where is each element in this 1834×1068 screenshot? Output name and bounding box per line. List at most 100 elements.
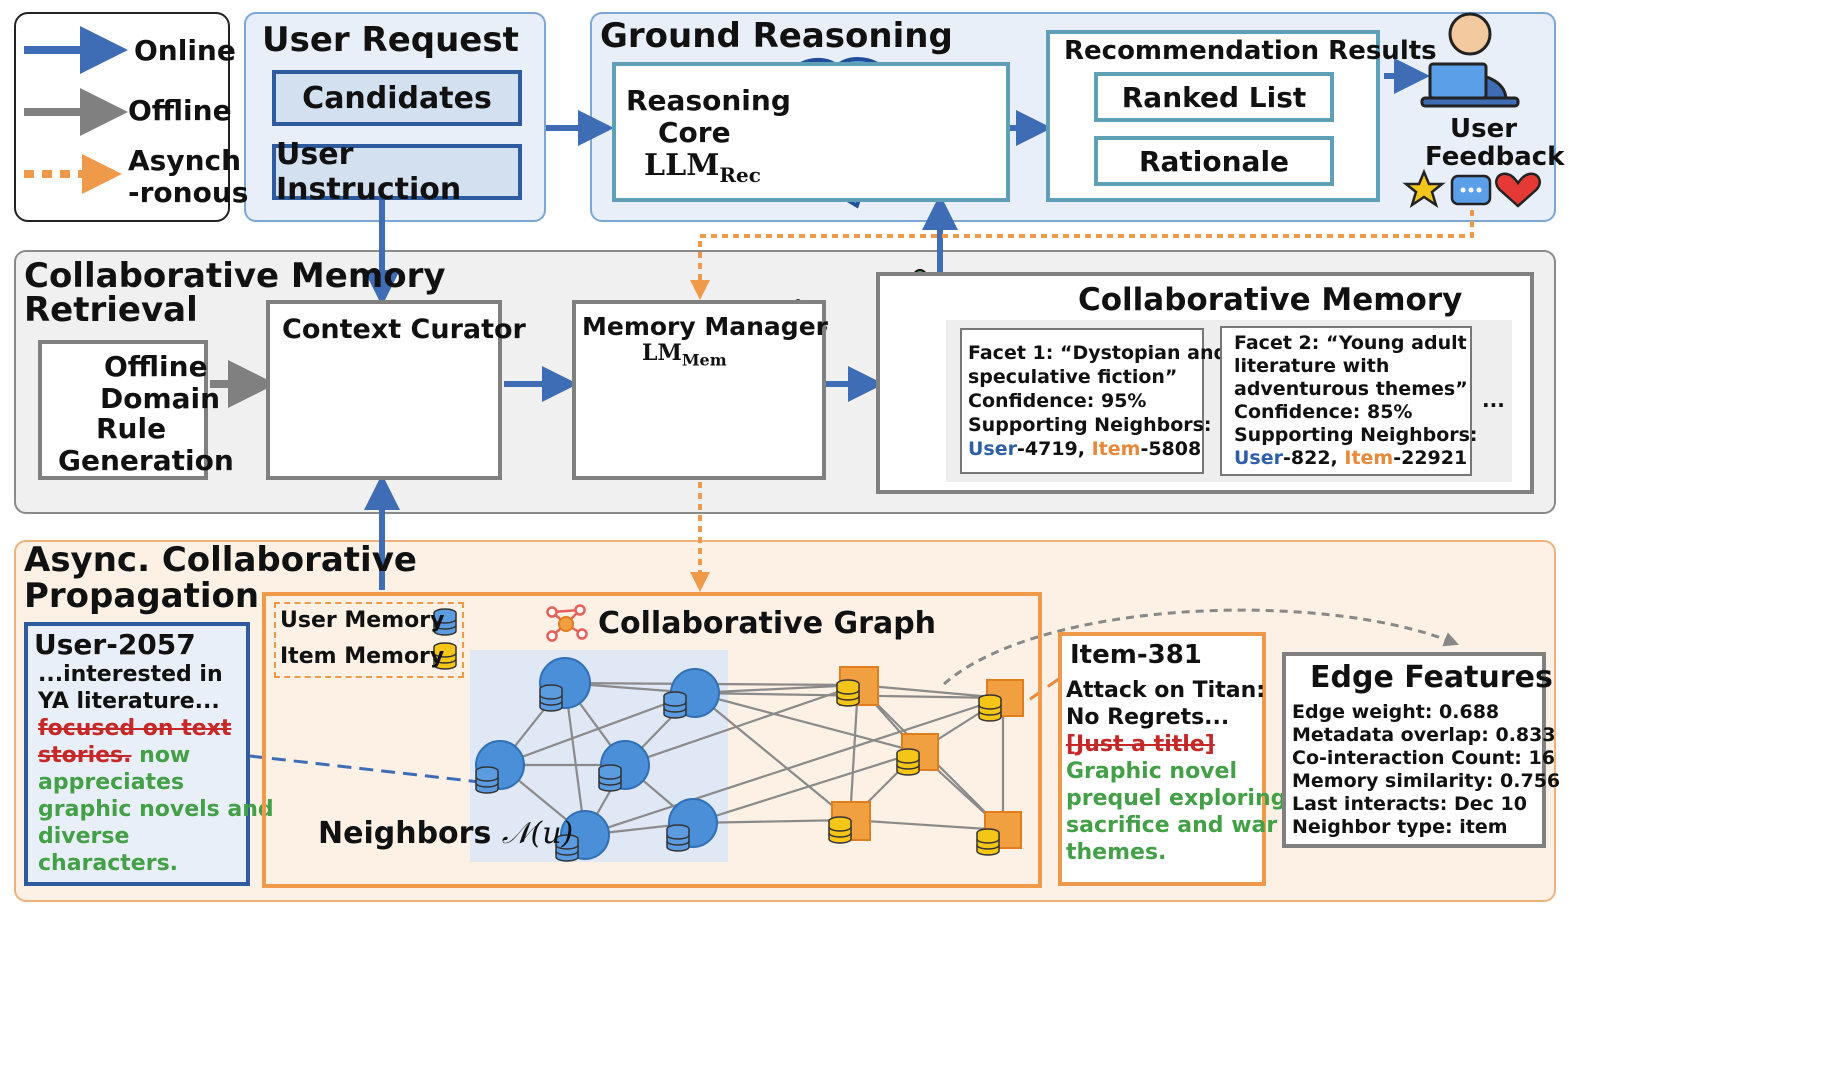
user-avatar-icon — [1420, 12, 1520, 108]
item-381-line-2: No Regrets... — [1066, 705, 1230, 730]
facet-2-user: User — [1234, 447, 1283, 469]
edge-features-card — [1282, 652, 1546, 848]
comment-icon — [1450, 174, 1492, 206]
edge-line-4: Memory similarity: 0.756 — [1292, 770, 1561, 792]
memory-legend-box — [274, 602, 464, 678]
candidates-box: Candidates — [272, 70, 522, 126]
facet-1-user: User — [968, 438, 1017, 460]
user-2057-strike-1: focused on text — [38, 716, 232, 741]
lm-mem-label: LMMem — [642, 340, 727, 369]
user-2057-green-4: diverse — [38, 824, 130, 849]
lm-sub: Mem — [681, 350, 727, 370]
facet-2-line-4: Confidence: 85% — [1234, 401, 1413, 423]
offline-rule-box — [38, 340, 208, 480]
connector-user-card — [249, 754, 481, 784]
user-2057-mixed-line: stories. now — [38, 743, 190, 768]
offline-rule-1: Offline — [104, 350, 208, 383]
facet-2-line-1: Facet 2: “Young adult — [1234, 332, 1467, 354]
facet-2-card — [1220, 326, 1472, 476]
item-381-strike: [Just a title] — [1066, 732, 1215, 757]
item-381-green-4: themes. — [1066, 840, 1167, 865]
llm-sub: Rec — [719, 163, 761, 187]
lm-text: LM — [642, 340, 682, 366]
neighbors-text: Neighbors — [318, 816, 492, 851]
item-381-green-3: sacrifice and war — [1066, 813, 1278, 838]
edge-line-3: Co-interaction Count: 16 — [1292, 747, 1555, 769]
neighbors-label: Neighbors 𝒩(u) — [318, 816, 573, 851]
facet-2-user-id: -822, — [1283, 447, 1338, 469]
user-nodes — [475, 657, 720, 860]
facet-1-card — [960, 328, 1204, 474]
arrow-feedback-manager — [690, 210, 1474, 300]
legend-async-label-2: -ronous — [128, 176, 249, 209]
user-2057-title: User-2057 — [34, 628, 196, 661]
item-memory-label: Item Memory — [280, 644, 445, 669]
rationale-label: Rationale — [1138, 144, 1290, 178]
user-instruction-label: User Instruction — [276, 137, 462, 207]
heart-icon — [1495, 172, 1541, 208]
facet-1-line-1: Facet 1: “Dystopian and — [968, 342, 1228, 364]
facet-1-line-2: speculative fiction” — [968, 366, 1178, 388]
facet-1-item: Item — [1091, 438, 1141, 460]
collab-memory-title: Collaborative Memory — [1078, 282, 1463, 318]
graph-icon — [546, 604, 588, 642]
memory-manager-box — [572, 300, 826, 480]
ranked-list-box: Ranked List — [1094, 72, 1334, 122]
reasoning-core-box — [612, 62, 1010, 202]
edge-line-1: Edge weight: 0.688 — [1292, 701, 1500, 723]
user-request-title: User Request — [262, 20, 519, 60]
user-2057-card — [24, 622, 250, 886]
item-381-title: Item-381 — [1070, 640, 1202, 670]
legend-online-label: Online — [134, 34, 236, 67]
ground-reasoning-title: Ground Reasoning — [600, 16, 953, 56]
user-2057-green-3: graphic novels and — [38, 797, 274, 822]
retrieval-title-1: Collaborative Memory — [24, 256, 446, 296]
facet-2-line-2: literature with — [1234, 355, 1390, 377]
user-2057-line-1: ...interested in — [38, 662, 223, 687]
memory-manager-label: Memory Manager — [582, 312, 828, 341]
user-2057-green-1: now — [131, 743, 191, 768]
collab-graph-box — [262, 592, 1042, 888]
edge-line-5: Last interacts: Dec 10 — [1292, 793, 1527, 815]
neighbors-math: 𝒩(u) — [501, 816, 574, 851]
item-381-green-2: prequel exploring — [1066, 786, 1287, 811]
user-2057-green-2: appreciates — [38, 770, 185, 795]
propagation-title-1: Async. Collaborative — [24, 540, 417, 580]
facet-1-line-4: Supporting Neighbors: — [968, 414, 1212, 436]
facet-1-item-id: -5808 — [1140, 438, 1202, 460]
feedback-label-1: User — [1450, 114, 1518, 144]
offline-rule-3: Rule — [96, 412, 167, 445]
user-2057-line-2: YA literature... — [38, 689, 220, 714]
offline-rule-2: Domain — [100, 382, 221, 415]
offline-rule-4: Generation — [58, 444, 234, 477]
facet-1-user-id: -4719, — [1017, 438, 1085, 460]
arrow-edge-features — [943, 608, 1459, 686]
rationale-box: Rationale — [1094, 136, 1334, 186]
item-381-card — [1058, 632, 1266, 886]
context-curator-label: Context Curator — [282, 314, 526, 345]
retrieval-title-2: Retrieval — [24, 290, 198, 330]
facet-2-item: Item — [1344, 447, 1394, 469]
item-381-line-1: Attack on Titan: — [1066, 678, 1266, 703]
facet-2-item-id: -22921 — [1393, 447, 1468, 469]
edge-features-title: Edge Features — [1310, 660, 1553, 695]
star-icon — [1402, 168, 1446, 208]
reasoning-core-label-2: Core — [658, 116, 731, 149]
candidates-label: Candidates — [302, 80, 492, 116]
legend-async-label-1: Asynch — [128, 144, 242, 177]
propagation-title-2: Propagation — [24, 576, 260, 616]
facets-ellipsis: ... — [1482, 388, 1505, 412]
item-381-green-1: Graphic novel — [1066, 759, 1237, 784]
ranked-list-label: Ranked List — [1121, 80, 1307, 114]
user-memory-label: User Memory — [280, 608, 445, 633]
llm-text: LLM — [644, 148, 720, 183]
facet-1-line-3: Confidence: 95% — [968, 390, 1147, 412]
edge-line-6: Neighbor type: item — [1292, 816, 1508, 838]
legend-offline-label: Offline — [128, 94, 232, 127]
collab-graph-title: Collaborative Graph — [598, 606, 937, 641]
facet-2-line-3: adventurous themes” — [1234, 378, 1468, 400]
facet-1-neighbors: User-4719, Item-5808 — [968, 438, 1201, 460]
user-instruction-box: User Instruction — [272, 137, 522, 207]
llm-rec-label: LLMRec — [644, 148, 761, 187]
facet-2-line-5: Supporting Neighbors: — [1234, 424, 1478, 446]
